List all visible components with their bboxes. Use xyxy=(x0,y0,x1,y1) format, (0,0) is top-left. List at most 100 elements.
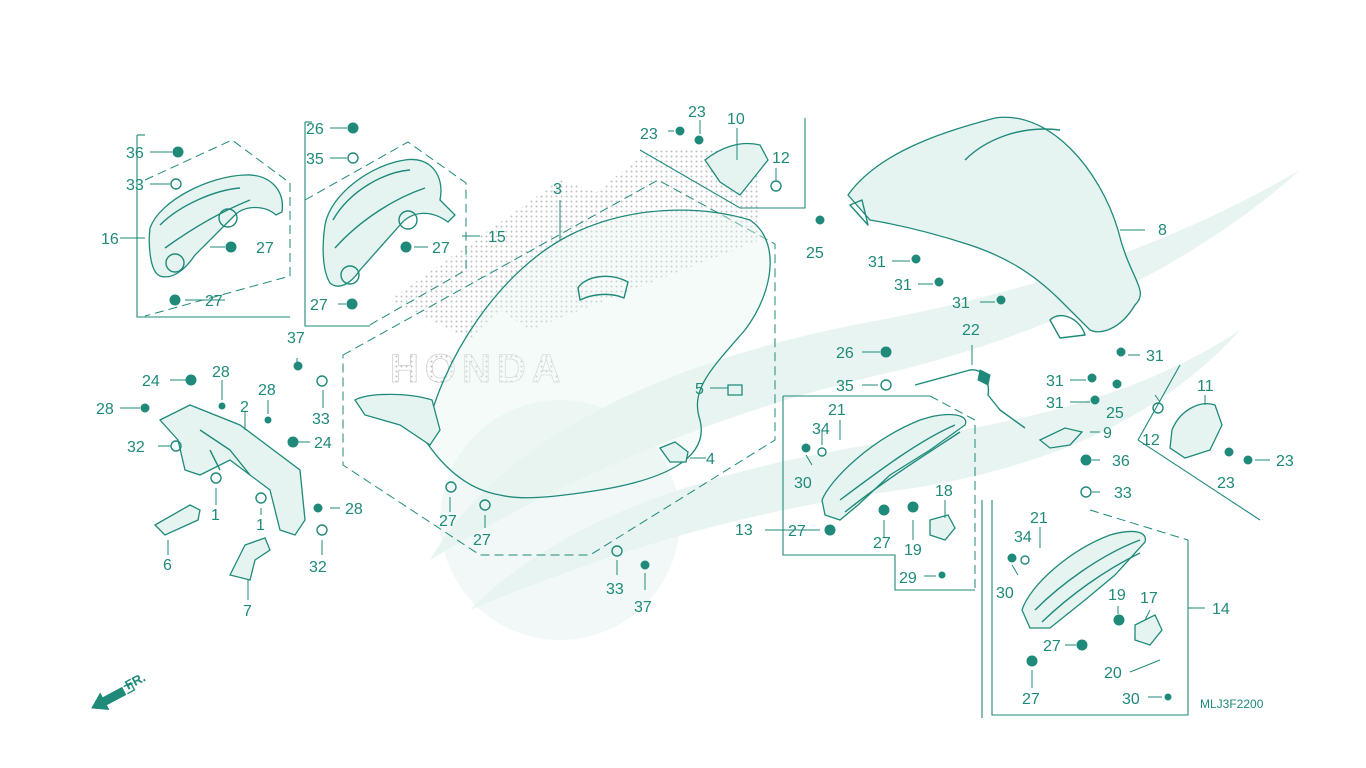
callout-14: 14 xyxy=(1212,601,1230,618)
callout-32: 32 xyxy=(309,559,327,576)
callout-27: 27 xyxy=(205,293,223,310)
callout-27: 27 xyxy=(1043,638,1061,655)
callout-16: 16 xyxy=(101,231,119,248)
callout-3: 3 xyxy=(553,181,562,198)
callout-23: 23 xyxy=(640,126,658,143)
callout-27: 27 xyxy=(310,297,328,314)
callout-35: 35 xyxy=(306,151,324,168)
callout-31: 31 xyxy=(1046,373,1064,390)
part-18-socket xyxy=(929,514,956,541)
callout-27: 27 xyxy=(439,513,457,530)
callout-19: 19 xyxy=(904,542,922,559)
callout-30: 30 xyxy=(1122,691,1140,708)
callout-18: 18 xyxy=(935,483,953,500)
part-13-tail-light xyxy=(821,413,967,521)
callout-15: 15 xyxy=(488,229,506,246)
callout-1: 1 xyxy=(211,507,220,524)
callout-7: 7 xyxy=(243,603,252,620)
callout-20: 20 xyxy=(1104,665,1122,682)
callout-10: 10 xyxy=(727,111,745,128)
callout-5: 5 xyxy=(695,381,704,398)
callout-2: 2 xyxy=(240,399,249,416)
callout-31: 31 xyxy=(868,254,886,271)
callout-33: 33 xyxy=(606,581,624,598)
callout-4: 4 xyxy=(706,451,715,468)
callout-29: 29 xyxy=(899,570,917,587)
part-7-stay xyxy=(229,537,271,581)
callout-26: 26 xyxy=(306,121,324,138)
callout-24: 24 xyxy=(142,373,160,390)
callout-36: 36 xyxy=(1112,453,1130,470)
callout-28: 28 xyxy=(345,501,363,518)
callout-36: 36 xyxy=(126,145,144,162)
callout-21: 21 xyxy=(1030,510,1048,527)
part-2-seat-lock xyxy=(158,404,306,536)
callout-27: 27 xyxy=(432,240,450,257)
callout-22: 22 xyxy=(962,322,980,339)
direction-label: FR. xyxy=(122,670,148,693)
part-10-cover xyxy=(704,142,769,196)
callout-31: 31 xyxy=(894,277,912,294)
callout-26: 26 xyxy=(836,345,854,362)
callout-labels: 1 1 2 3 4 5 6 7 8 9 10 11 12 12 13 14 15… xyxy=(96,104,1294,708)
fr-arrow-icon xyxy=(91,682,136,710)
callout-23: 23 xyxy=(688,104,706,121)
callout-25: 25 xyxy=(1106,405,1124,422)
part-17-socket xyxy=(1134,614,1163,646)
callout-27: 27 xyxy=(788,523,806,540)
diagram-code: MLJ3F2200 xyxy=(1200,697,1264,711)
part-15-grab-rail xyxy=(322,158,456,287)
callout-35: 35 xyxy=(836,378,854,395)
callout-27: 27 xyxy=(256,240,274,257)
callout-27: 27 xyxy=(1022,691,1040,708)
part-16-grab-rail xyxy=(148,174,283,278)
callout-34: 34 xyxy=(1014,529,1032,546)
group-frames xyxy=(136,118,1261,718)
callout-8: 8 xyxy=(1158,222,1167,239)
part-14-tail-light xyxy=(1021,530,1147,629)
callout-6: 6 xyxy=(163,557,172,574)
callout-37: 37 xyxy=(287,330,305,347)
callout-33: 33 xyxy=(126,177,144,194)
callout-19: 19 xyxy=(1108,587,1126,604)
callout-11: 11 xyxy=(1197,378,1214,395)
callout-9: 9 xyxy=(1103,425,1112,442)
callout-1: 1 xyxy=(256,517,265,534)
part-11-cover xyxy=(1169,403,1223,459)
callout-24: 24 xyxy=(314,435,332,452)
part-3-seat xyxy=(424,209,771,499)
part-4-damper xyxy=(658,441,689,463)
callout-32: 32 xyxy=(127,439,145,456)
callout-30: 30 xyxy=(794,475,812,492)
callout-12: 12 xyxy=(1142,432,1160,449)
callout-34: 34 xyxy=(812,421,830,438)
callout-33: 33 xyxy=(312,411,330,428)
callout-27: 27 xyxy=(873,535,891,552)
callout-33: 33 xyxy=(1114,485,1132,502)
part-8-rear-cover xyxy=(847,116,1141,339)
part-6-stay xyxy=(153,504,201,536)
fasteners xyxy=(140,122,1253,701)
part-22-cable xyxy=(914,369,1026,429)
part-5-cushion xyxy=(727,384,743,396)
callout-23: 23 xyxy=(1276,453,1294,470)
callout-13: 13 xyxy=(735,522,753,539)
callout-31: 31 xyxy=(952,295,970,312)
callout-21: 21 xyxy=(828,402,846,419)
callout-25: 25 xyxy=(806,245,824,262)
part-9-stay xyxy=(1038,427,1084,449)
callout-23: 23 xyxy=(1217,475,1235,492)
part-seat-tail-cover xyxy=(354,393,441,446)
callout-37: 37 xyxy=(634,599,652,616)
callout-31: 31 xyxy=(1146,348,1164,365)
callout-30: 30 xyxy=(996,585,1014,602)
callout-27: 27 xyxy=(473,532,491,549)
callout-28: 28 xyxy=(258,382,276,399)
callout-12: 12 xyxy=(772,150,790,167)
callout-17: 17 xyxy=(1140,590,1158,607)
callout-31: 31 xyxy=(1046,395,1064,412)
callout-28: 28 xyxy=(96,401,114,418)
brand-watermark: HONDA xyxy=(390,347,567,391)
leader-lines xyxy=(120,120,1270,698)
